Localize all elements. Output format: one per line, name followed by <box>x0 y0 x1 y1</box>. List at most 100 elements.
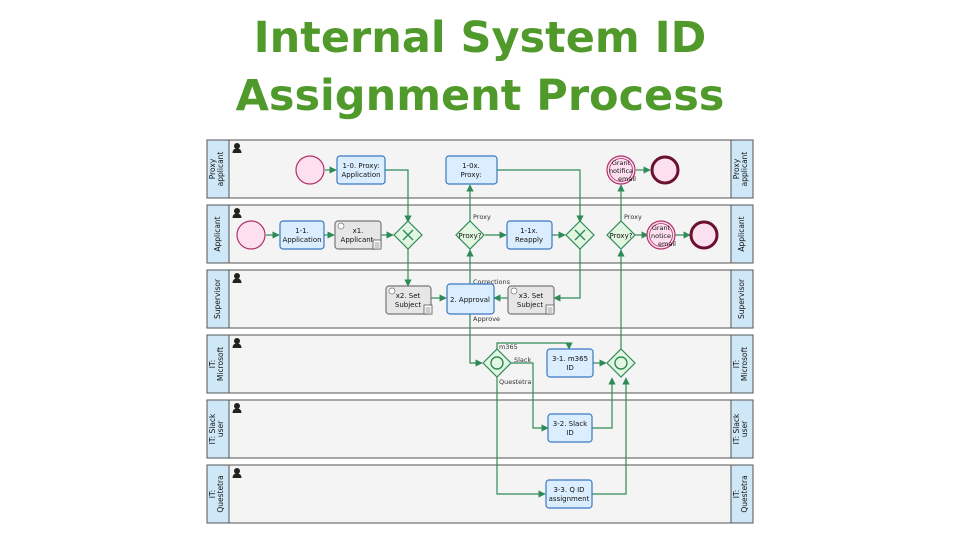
inclusive-gateway-split[interactable] <box>482 348 512 378</box>
task-label: ID <box>566 429 573 437</box>
flow-proxy-application-to-merge <box>385 169 412 223</box>
flow-label-proxy: Proxy <box>624 213 642 221</box>
task-label: 1-0x. <box>462 162 480 170</box>
task-label: Subject <box>517 301 543 309</box>
gateway-label: Proxy? <box>459 232 482 240</box>
task-reapply[interactable]: 1-1x. Reapply <box>506 220 553 250</box>
flow-split-questetra <box>496 377 546 498</box>
lane-label-left-2: applicant <box>216 152 225 187</box>
circle-mark-icon <box>490 356 504 370</box>
task-label: Application <box>341 171 380 179</box>
task-label: 1-1. <box>295 227 309 235</box>
gateway-label: Proxy? <box>610 232 633 240</box>
task-proxy-application[interactable]: 1-0. Proxy: Application <box>336 155 386 185</box>
x-mark-icon <box>574 229 586 241</box>
lane-label-right-2: Questetra <box>740 475 749 512</box>
circle-mark-icon <box>614 356 628 370</box>
task-x1-applicant[interactable]: x1. Applicant <box>334 220 382 250</box>
task-x3-set-subject[interactable]: x3. Set Subject <box>507 285 555 315</box>
flow-proxy10x-to-merge <box>497 169 584 223</box>
event-label: notifica <box>609 167 633 175</box>
task-approval[interactable]: 2. Approval <box>446 283 495 315</box>
flow-label-proxy: Proxy <box>473 213 491 221</box>
flow-label-corrections: Corrections <box>473 278 511 286</box>
exclusive-gateway-merge-2[interactable] <box>565 220 595 250</box>
task-label: 1-1x. <box>520 227 538 235</box>
flow-approval-approve <box>469 314 483 367</box>
task-label: ID <box>566 364 573 372</box>
flow-split-m365 <box>496 342 573 350</box>
task-label: 2. Approval <box>450 296 490 304</box>
lane-label-right: IT: <box>732 490 741 499</box>
task-label: Application <box>282 236 321 244</box>
flow-label-m365: m365 <box>499 343 518 351</box>
lane-label-left: Supervisor <box>213 278 222 319</box>
task-label: 3-1. m365 <box>552 355 588 363</box>
end-event-proxy[interactable] <box>650 155 680 185</box>
lane-label-left: IT: <box>208 360 217 369</box>
task-proxy-10x[interactable]: 1-0x. Proxy: <box>445 155 498 185</box>
end-event-applicant[interactable] <box>689 220 719 250</box>
lane-label-left: Applicant <box>213 216 222 251</box>
task-slack-id[interactable]: 3-2. Slack ID <box>547 413 593 443</box>
flow-slack-to-join <box>592 377 616 429</box>
lane-label-right: IT: Slack <box>732 413 741 444</box>
flow-label-slack: Slack <box>514 356 531 364</box>
task-label: 1-0. Proxy: <box>343 162 380 170</box>
task-label: x2. Set <box>396 292 421 300</box>
lane-label-right-2: applicant <box>740 152 749 187</box>
lane-it-microsoft: IT: Microsoft IT: Microsoft <box>206 334 754 394</box>
flow-split-slack <box>511 362 549 432</box>
document-icon <box>372 239 382 250</box>
document-icon <box>545 304 555 315</box>
event-label: Grant <box>612 159 631 167</box>
event-label: email <box>658 240 676 248</box>
task-label: Reapply <box>515 236 543 244</box>
lane-label-right-2: user <box>740 420 749 437</box>
lane-label-right: IT: <box>732 360 741 369</box>
lane-label-left: IT: Slack <box>208 413 217 444</box>
task-label: 3-2. Slack <box>553 420 588 428</box>
event-label: email <box>618 175 636 183</box>
page-title-line-2: Assignment Process <box>235 71 725 121</box>
start-event-proxy[interactable] <box>295 155 325 185</box>
event-label: notice <box>651 232 671 240</box>
exclusive-gateway-proxy-2[interactable]: Proxy? <box>606 220 636 250</box>
lane-label-right: Supervisor <box>737 278 746 319</box>
exclusive-gateway-proxy-1[interactable]: Proxy? <box>455 220 485 250</box>
task-x2-set-subject[interactable]: x2. Set Subject <box>385 285 433 315</box>
lane-label-left: IT: <box>208 490 217 499</box>
task-application[interactable]: 1-1. Application <box>279 220 325 250</box>
task-label: x3. Set <box>519 292 544 300</box>
event-label: Grant <box>652 224 671 232</box>
lane-it-questetra: IT: Questetra IT: Questetra <box>206 464 754 524</box>
task-label: Applicant <box>341 236 374 244</box>
flow-label-approve: Approve <box>473 315 500 323</box>
task-label: x1. <box>353 227 364 235</box>
start-event-applicant[interactable] <box>236 220 266 250</box>
sequence-flows <box>266 166 691 498</box>
lane-label-left-2: user <box>216 420 225 437</box>
lane-label-right: Applicant <box>737 216 746 251</box>
task-m365-id[interactable]: 3-1. m365 ID <box>546 348 594 378</box>
flow-merge-to-x3 <box>553 249 581 302</box>
document-icon <box>423 304 433 315</box>
lane-label-left-2: Questetra <box>216 475 225 512</box>
timer-icon <box>388 287 396 295</box>
task-label: 3-3. Q ID <box>553 486 584 494</box>
exclusive-gateway-merge-1[interactable] <box>393 220 423 250</box>
flow-label-questetra: Questetra <box>499 378 531 386</box>
x-mark-icon <box>402 229 414 241</box>
message-event-grant-notice-proxy[interactable]: Grant notifica email <box>606 155 636 185</box>
message-event-grant-notice-applicant[interactable]: Grant notice email <box>646 220 676 250</box>
task-label: Proxy: <box>460 171 481 179</box>
inclusive-gateway-join[interactable] <box>606 348 636 378</box>
lane-label-right-2: Microsoft <box>740 347 749 381</box>
task-q-id-assignment[interactable]: 3-3. Q ID assignment <box>545 479 593 509</box>
timer-icon <box>337 222 345 230</box>
lane-label-right: Proxy <box>732 158 741 179</box>
lane-it-slack: IT: Slack user IT: Slack user <box>206 399 754 459</box>
task-label: assignment <box>549 495 590 503</box>
timer-icon <box>510 287 518 295</box>
